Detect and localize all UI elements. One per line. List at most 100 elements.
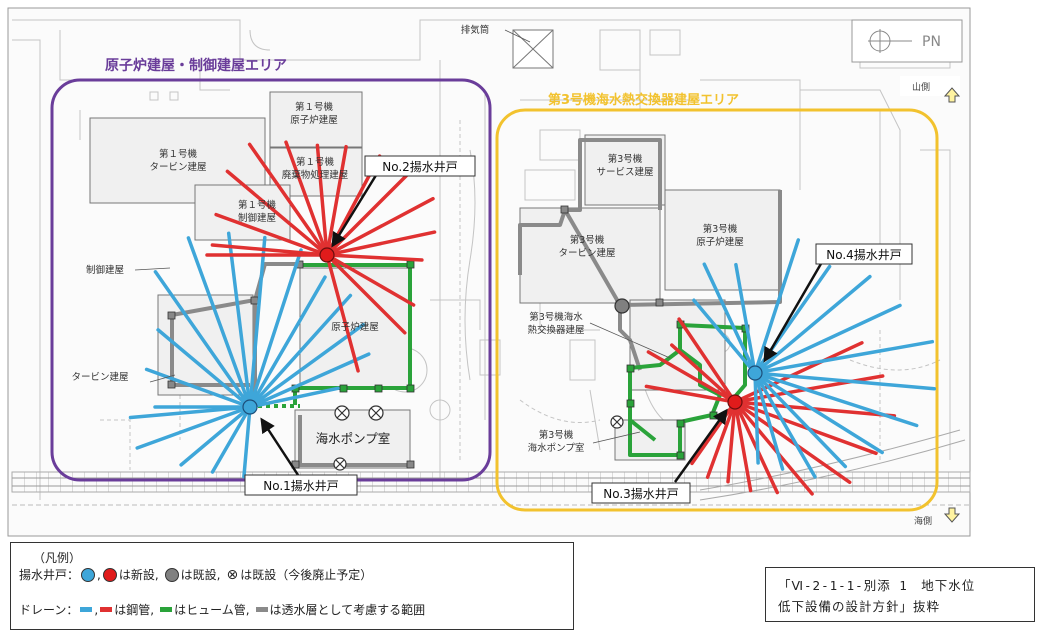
drain-ray-no4-11 [753, 371, 817, 479]
drain-ray-no3-0 [646, 350, 737, 404]
drain-ray-no1-2 [248, 235, 267, 409]
drain-ray-no1-14 [179, 405, 252, 467]
drain-ray-no1-15 [210, 405, 252, 474]
hx-building-area-outline [495, 108, 939, 512]
drain-ray-no4-0 [702, 262, 757, 375]
label-waste-bldg-1: 第１号機廃棄物処理建屋 [282, 156, 349, 181]
legend-drain-steel: は鋼管, [114, 603, 155, 617]
label-service-bldg-3: 第3号機サービス建屋 [596, 153, 653, 178]
well-no1 [242, 399, 258, 415]
well-existing-right [614, 298, 630, 314]
label-turbine-bldg-1: 第１号機タービン建屋 [149, 148, 206, 173]
label-reactor-bldg-1: 第１号機原子炉建屋 [290, 101, 338, 126]
drain-ray-no2-13 [325, 253, 360, 373]
drain-ray-no1-3 [248, 248, 303, 409]
abolish-well-3 [333, 457, 347, 471]
reactor-bldg-1 [269, 91, 363, 148]
drain-ray-no2-15 [210, 243, 329, 257]
label-exhaust-stack: 排気筒 [461, 24, 490, 36]
well-no2 [319, 247, 335, 263]
label-leaders [134, 29, 671, 444]
source-note-line1: 「Ⅵ-2-1-1-別添 1 地下水位 [778, 578, 976, 593]
legend-well-blue-icon [81, 567, 96, 582]
drain-ray-no3-14 [644, 384, 737, 404]
drain-ray-no4-1 [734, 262, 757, 375]
drain-ray-no2-10 [325, 253, 424, 262]
legend-drain-prefix: ドレーン： [19, 603, 79, 617]
well-callout-no3: No.3揚水井戸 [591, 482, 691, 504]
label-turbine-bldg-3: 第3号機タービン建屋 [558, 234, 615, 259]
well-callout-no1: No.1揚水井戸 [244, 474, 358, 496]
abolish-well-4 [610, 415, 624, 429]
drain-ray-no4-7 [753, 371, 937, 391]
well-callout-no2: No.2揚水井戸 [364, 155, 476, 177]
drain-ray-no1-9 [153, 270, 252, 409]
label-hx-bldg-3: 第3号機海水熱交換器建屋 [527, 311, 584, 336]
drain-ray-no2-1 [225, 169, 329, 257]
well-no3 [727, 394, 743, 410]
mountain-label: 山側 [912, 81, 930, 93]
drain-ray-no2-5 [325, 144, 348, 257]
label-seawater-pump-room: 海水ポンプ室 [316, 431, 391, 446]
drain-ray-no1-0 [186, 236, 252, 409]
drain-rays-no1 [128, 231, 371, 479]
well-no4-label: No.4揚水井戸 [826, 248, 902, 262]
drain-ray-no2-2 [247, 142, 329, 257]
drain-ray-no4-14 [692, 298, 757, 375]
legend-well-prefix: 揚水井戸： [19, 568, 80, 582]
label-reactor-bldg: 原子炉建屋 [331, 321, 379, 333]
drain-ray-no1-7 [248, 352, 371, 409]
legend-title: （凡例） [33, 551, 82, 565]
label-control-bldg: 制御建屋 [86, 264, 124, 276]
drain-ray-no2-3 [284, 140, 329, 257]
abolish-wells [333, 405, 624, 471]
drain-ray-no4-12 [753, 371, 785, 471]
label-reactor-bldg-3: 第3号機原子炉建屋 [696, 223, 744, 248]
legend-well-abolish: は既設（今後廃止予定） [240, 568, 373, 582]
sea-side-indicator: 海側 [914, 507, 961, 527]
legend-well-row: 揚水井戸： , は新設, は既設, ⊗ は既設（今後廃止予定） [19, 566, 372, 583]
drain-ray-no1-8 [248, 386, 340, 409]
legend-comma-2: , [94, 602, 99, 617]
north-label: PN [922, 34, 941, 50]
well-no2-label: No.2揚水井戸 [382, 160, 458, 174]
drain-ray-no3-7 [733, 400, 814, 496]
north-indicator: PN [851, 19, 963, 63]
drain-ray-no2-14 [325, 253, 416, 307]
legend-drain-blue-icon [80, 607, 93, 612]
drain-ray-no4-9 [753, 371, 884, 455]
drain-ray-no3-9 [733, 400, 753, 493]
legend-drain-red-icon [100, 607, 113, 612]
drain-ray-no2-9 [325, 230, 437, 257]
legend-comma: , [97, 567, 101, 582]
drain-ray-no3-6 [733, 400, 852, 485]
drain-ray-no4-10 [753, 371, 848, 469]
drain-ray-no1-6 [248, 322, 366, 409]
drain-ray-no2-4 [315, 143, 329, 257]
drain-ray-no1-16 [242, 405, 252, 479]
drain-ray-no1-11 [144, 367, 252, 409]
drain-ray-no3-2 [677, 317, 737, 404]
drain-ray-no4-6 [753, 339, 935, 375]
hx-building-area-title: 第3号機海水熱交換器建屋エリア [548, 92, 739, 108]
legend-drain-green-icon [160, 607, 173, 612]
legend-drain-hume: はヒューム管, [174, 603, 250, 617]
legend: （凡例） 揚水井戸： , は新設, は既設, ⊗ は既設（今後廃止予定） ドレー… [10, 542, 574, 630]
drain-ray-no1-5 [248, 293, 353, 409]
legend-drain-permeable: は透水層として考慮する範囲 [269, 603, 426, 617]
reactor-bldg-3 [664, 189, 781, 291]
drain-ray-no1-13 [135, 405, 252, 450]
well-callout-arrows [260, 171, 824, 483]
label-turbine-bldg: タービン建屋 [71, 371, 128, 383]
reactor-control-area-title: 原子炉建屋・制御建屋エリア [105, 57, 287, 74]
drain-ray-no3-1 [670, 343, 737, 404]
drain-ray-no1-1 [226, 231, 252, 409]
well-callout-no4: No.4揚水井戸 [815, 243, 913, 265]
permeable-layer-right [518, 138, 782, 371]
drain-ray-no2-0 [214, 212, 329, 257]
drain-ray-no4-8 [753, 371, 919, 428]
label-control-bldg-1: 第１号機制御建屋 [238, 199, 277, 224]
source-note-line2: 低下設備の設計方針」抜粋 [778, 599, 941, 614]
drain-ray-no4-2 [753, 238, 801, 375]
abolish-well-2 [368, 405, 384, 421]
